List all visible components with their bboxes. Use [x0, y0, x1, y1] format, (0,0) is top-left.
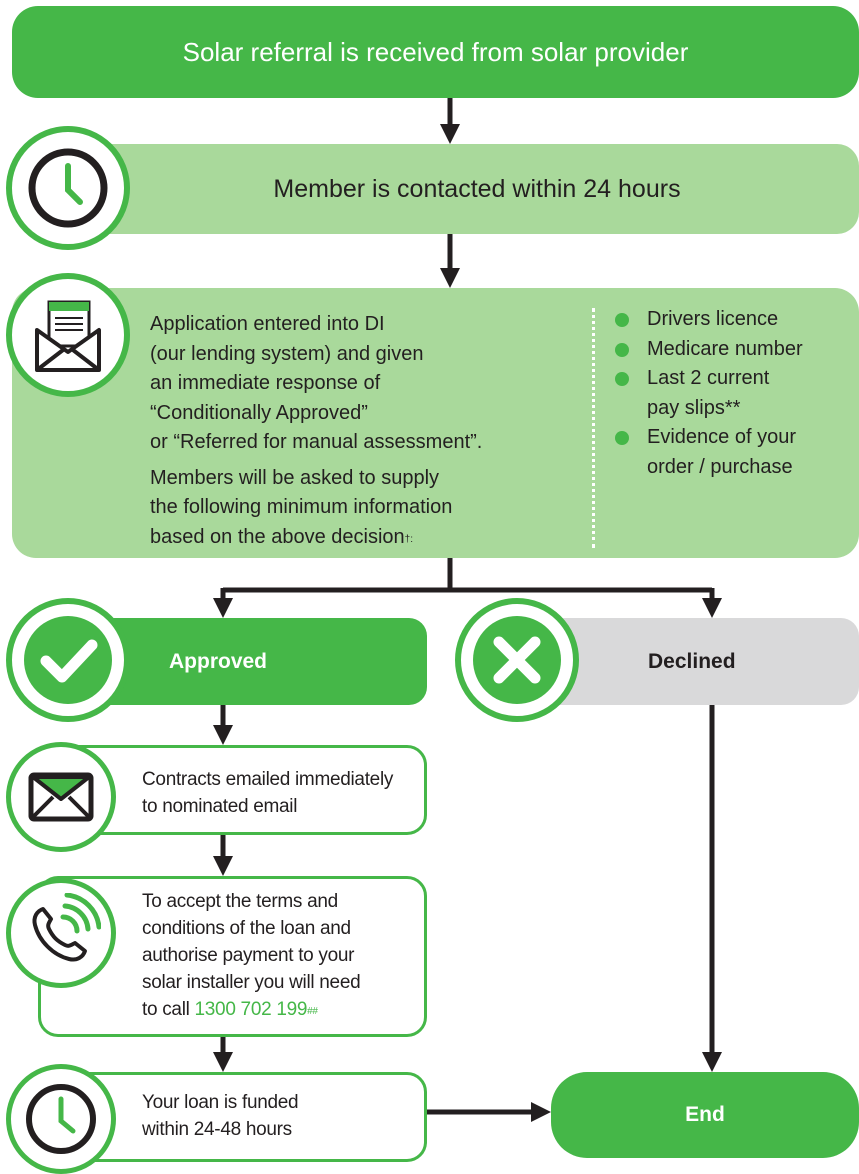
phone-number-link[interactable]: 1300 702 199 — [194, 999, 308, 1020]
dotted-divider — [592, 308, 595, 548]
check-icon — [6, 598, 130, 722]
requirement-label: order / purchase — [647, 455, 793, 478]
clock-icon — [6, 126, 130, 250]
envelope-letter-icon — [6, 273, 130, 397]
step-application — [12, 288, 859, 558]
application-line: or “Referred for manual assessment”. — [150, 431, 483, 453]
application-line: based on the above decision — [150, 525, 405, 548]
accept-line: conditions of the loan and — [142, 918, 351, 939]
requirements-list: Drivers licence Medicare number Last 2 c… — [615, 305, 855, 482]
application-line: the following minimum information — [150, 496, 453, 518]
list-item: Evidence of your order / purchase — [615, 423, 855, 482]
funded-line: Your loan is funded — [142, 1092, 299, 1113]
requirement-label: Last 2 current — [647, 367, 770, 389]
application-line: “Conditionally Approved” — [150, 401, 368, 424]
application-line: Application entered into DI — [150, 313, 385, 335]
application-line: (our lending system) and given — [150, 342, 424, 365]
step-member-contacted: Member is contacted within 24 hours — [55, 144, 859, 234]
accept-line: authorise payment to your — [142, 945, 355, 966]
step-approved-label: Approved — [169, 649, 268, 673]
application-text: Application entered into DI (our lending… — [150, 310, 590, 552]
dagger-footnote-mark: †: — [404, 533, 413, 545]
requirement-label: pay slips** — [647, 396, 741, 419]
application-line: an immediate response of — [150, 372, 381, 394]
step-end: End — [551, 1072, 859, 1158]
emailed-line: to nominated email — [142, 796, 298, 817]
step-member-contacted-label: Member is contacted within 24 hours — [273, 174, 681, 203]
step-referral-received: Solar referral is received from solar pr… — [12, 6, 859, 98]
emailed-line: Contracts emailed immediately — [142, 769, 394, 790]
requirement-label: Evidence of your — [647, 426, 796, 448]
step-declined-label: Declined — [648, 649, 736, 673]
application-line: Members will be asked to supply — [150, 466, 440, 489]
branch-line — [223, 558, 712, 593]
list-item: Medicare number — [615, 335, 855, 365]
phone-footnote-mark: ## — [307, 1006, 318, 1017]
cross-icon — [455, 598, 579, 722]
requirement-label: Medicare number — [647, 337, 803, 360]
step-end-label: End — [685, 1103, 725, 1126]
accept-line: to call — [142, 999, 195, 1020]
accept-line: To accept the terms and — [142, 891, 338, 912]
envelope-icon — [6, 742, 116, 852]
list-item: Last 2 current pay slips** — [615, 364, 855, 423]
list-item: Drivers licence — [615, 305, 855, 335]
funded-line: within 24-48 hours — [142, 1119, 292, 1140]
requirement-label: Drivers licence — [647, 308, 779, 330]
accept-line: solar installer you will need — [142, 972, 361, 993]
phone-icon — [6, 878, 116, 988]
clock-icon — [6, 1064, 116, 1174]
step-referral-received-label: Solar referral is received from solar pr… — [182, 36, 689, 67]
